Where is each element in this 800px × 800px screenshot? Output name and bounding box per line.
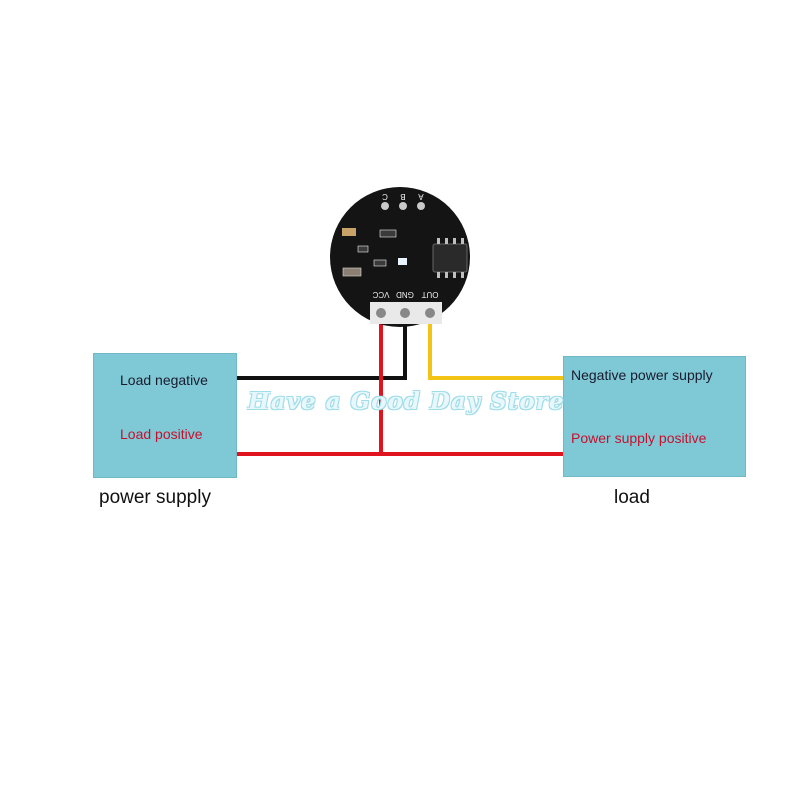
load-positive-label: Load positive	[120, 426, 203, 442]
pad-label-a: A	[418, 192, 424, 201]
pad-label-c: C	[382, 192, 388, 201]
pad-label-b: B	[400, 192, 405, 201]
yellow-wire	[428, 318, 563, 380]
ic-chip	[432, 243, 468, 273]
power-supply-positive-label: Power supply positive	[571, 430, 707, 446]
black-wire	[237, 318, 407, 380]
store-watermark: Have a Good Day Store	[248, 388, 565, 415]
load-negative-label: Load negative	[120, 372, 208, 388]
power-supply-caption: power supply	[99, 487, 211, 508]
load-caption: load	[614, 487, 650, 508]
pin-label-out: OUT	[421, 290, 438, 299]
sensor-module	[330, 187, 470, 327]
pin-label-vcc: VCC	[372, 290, 389, 299]
negative-power-supply-label: Negative power supply	[571, 367, 713, 383]
pin-label-gnd: GND	[396, 290, 414, 299]
load-box	[563, 356, 746, 477]
power-supply-box	[93, 353, 237, 478]
